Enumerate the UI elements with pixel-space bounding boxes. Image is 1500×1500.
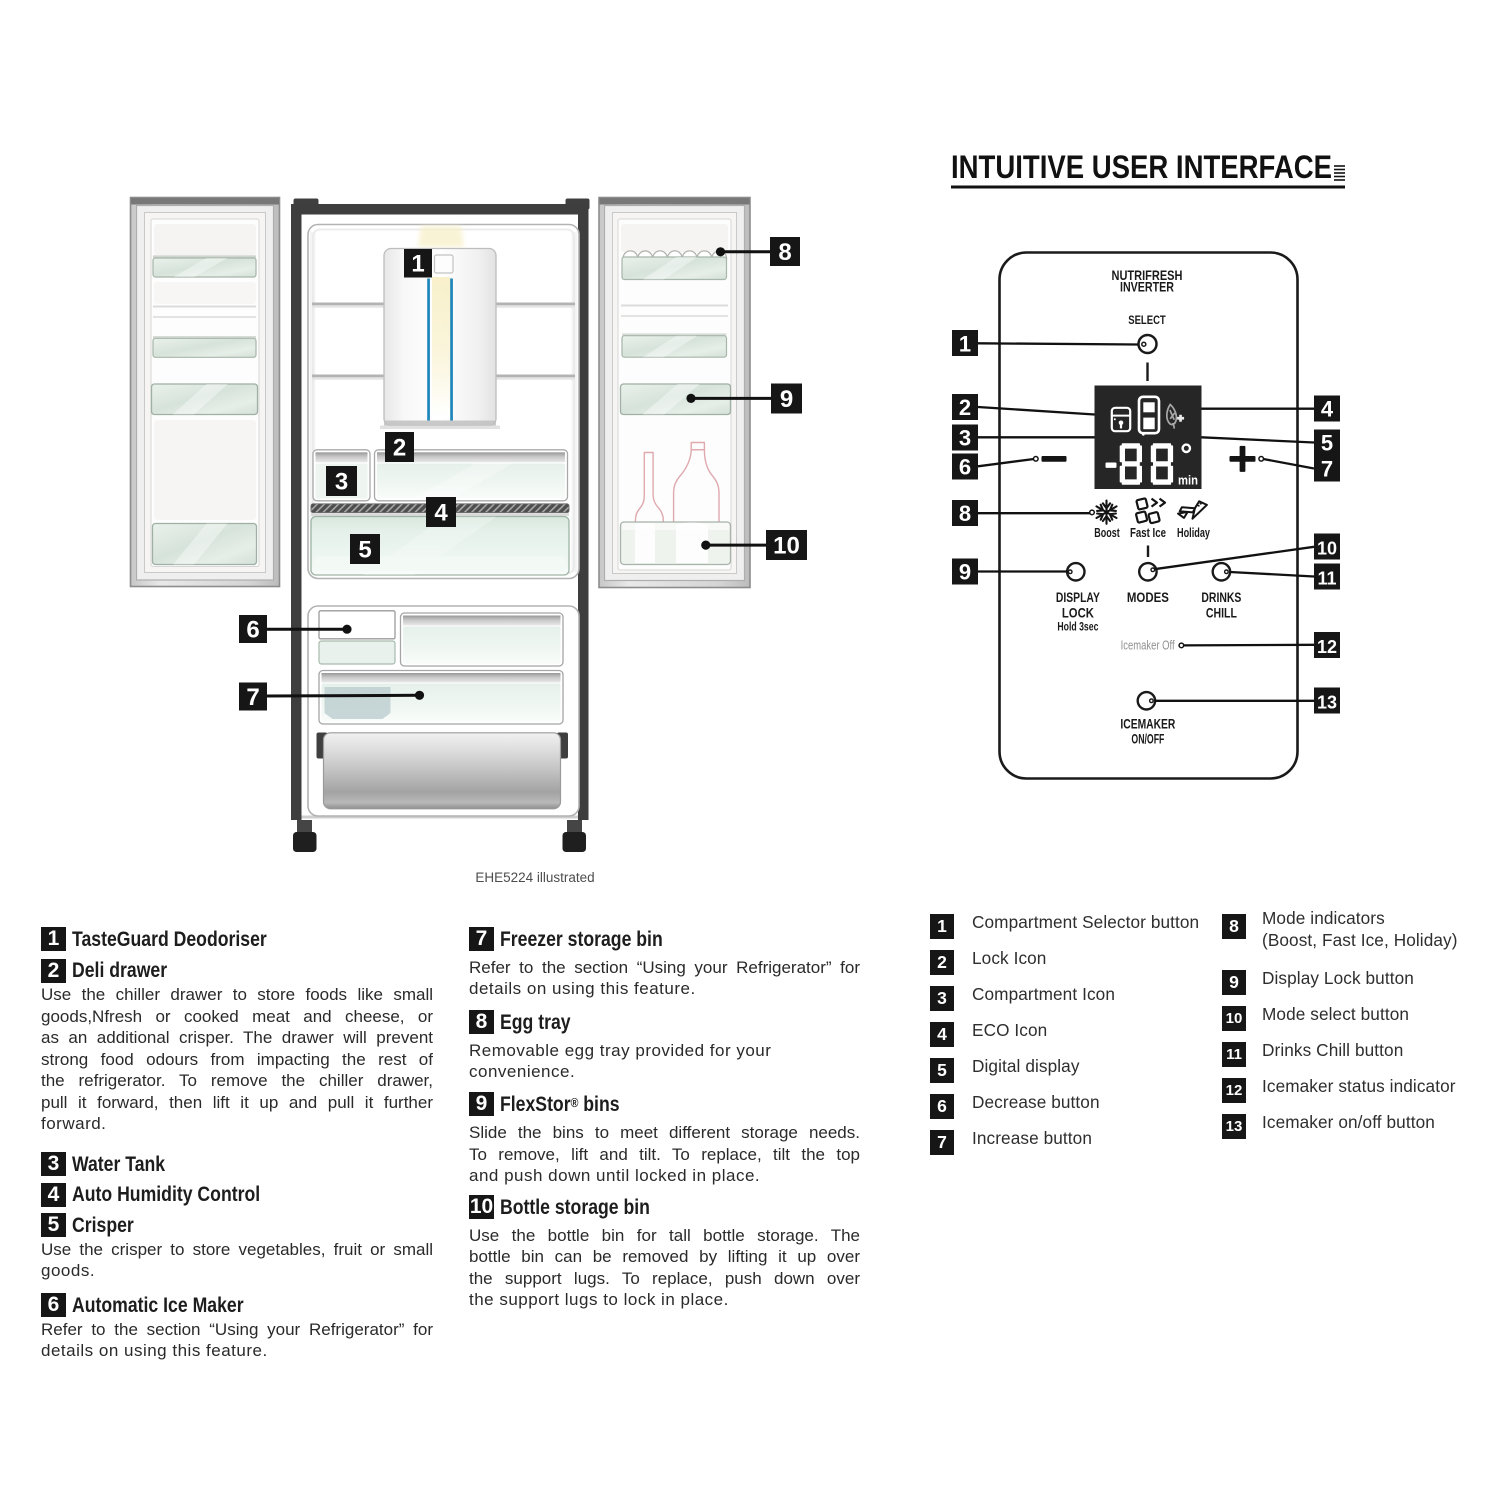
svg-text:EHE5224 illustrated: EHE5224 illustrated bbox=[475, 870, 594, 885]
svg-text:LOCK: LOCK bbox=[1062, 606, 1094, 621]
svg-text:min: min bbox=[1178, 474, 1198, 488]
svg-text:DISPLAY: DISPLAY bbox=[1056, 590, 1100, 605]
svg-text:7: 7 bbox=[1321, 457, 1333, 482]
svg-text:4: 4 bbox=[434, 500, 448, 527]
svg-text:Boost: Boost bbox=[1094, 525, 1120, 540]
svg-text:INTUITIVE USER INTERFACE: INTUITIVE USER INTERFACE bbox=[951, 149, 1332, 185]
svg-text:8: 8 bbox=[959, 501, 971, 526]
svg-text:1: 1 bbox=[411, 251, 424, 278]
svg-text:2: 2 bbox=[393, 435, 406, 462]
svg-text:8: 8 bbox=[778, 239, 791, 266]
svg-text:5: 5 bbox=[358, 537, 371, 564]
svg-text:9: 9 bbox=[780, 386, 793, 413]
svg-text:3: 3 bbox=[335, 469, 348, 496]
svg-text:DRINKS: DRINKS bbox=[1201, 590, 1241, 605]
svg-text:10: 10 bbox=[773, 533, 800, 560]
svg-text:1: 1 bbox=[959, 332, 971, 357]
svg-text:4: 4 bbox=[1321, 397, 1334, 422]
svg-text:9: 9 bbox=[959, 560, 971, 585]
svg-text:7: 7 bbox=[246, 684, 259, 711]
svg-text:Icemaker Off: Icemaker Off bbox=[1121, 639, 1175, 653]
svg-text:5: 5 bbox=[1321, 431, 1333, 456]
svg-text:Fast Ice: Fast Ice bbox=[1130, 525, 1166, 540]
svg-text:6: 6 bbox=[959, 455, 971, 480]
svg-text:Hold 3sec: Hold 3sec bbox=[1057, 622, 1098, 634]
svg-text:13: 13 bbox=[1317, 693, 1337, 713]
svg-text:12: 12 bbox=[1317, 637, 1337, 657]
svg-text:CHILL: CHILL bbox=[1206, 606, 1237, 621]
svg-text:10: 10 bbox=[1317, 539, 1337, 559]
svg-text:2: 2 bbox=[959, 395, 971, 420]
svg-text:ICEMAKER: ICEMAKER bbox=[1120, 717, 1175, 732]
svg-text:SELECT: SELECT bbox=[1128, 315, 1166, 327]
svg-text:INVERTER: INVERTER bbox=[1120, 279, 1174, 295]
svg-text:NUTRIFRESH: NUTRIFRESH bbox=[1112, 267, 1183, 283]
svg-text:ON/OFF: ON/OFF bbox=[1131, 732, 1164, 747]
svg-text:6: 6 bbox=[246, 617, 259, 644]
svg-text:3: 3 bbox=[959, 426, 971, 451]
svg-text:11: 11 bbox=[1317, 569, 1336, 589]
svg-text:Holiday: Holiday bbox=[1177, 525, 1211, 540]
svg-text:MODES: MODES bbox=[1127, 590, 1169, 605]
